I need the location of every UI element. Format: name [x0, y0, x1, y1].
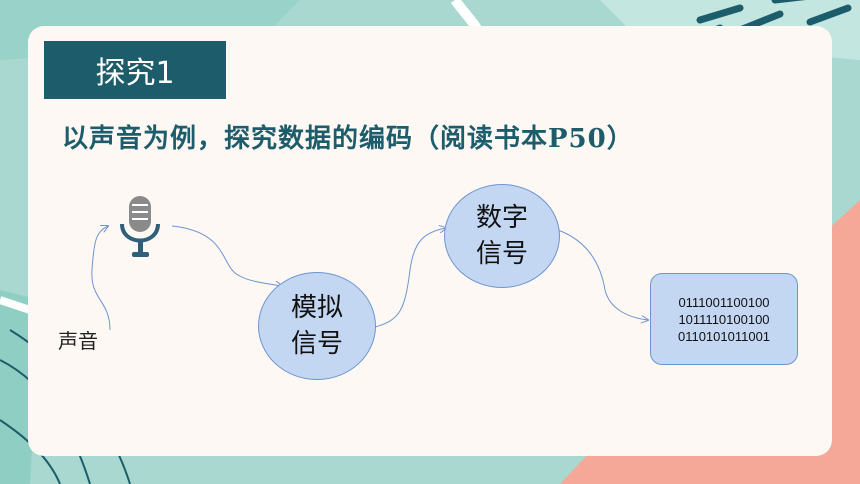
binary-line: 0110101011001: [677, 328, 771, 344]
section-badge: 探究1: [44, 41, 226, 99]
digital-signal-node: 数字 信号: [444, 184, 560, 288]
analog-signal-line1: 模拟: [290, 293, 343, 323]
binary-line: 1011110100100: [678, 311, 770, 327]
page-heading: 以声音为例，探究数据的编码（阅读书本P50）: [62, 124, 634, 154]
digital-signal-line1: 数字: [475, 203, 528, 233]
digital-signal-line2: 信号: [475, 239, 528, 269]
binary-code-box: 0111001100100 1011110100100 011010101100…: [650, 273, 798, 365]
sound-label: 声音: [58, 329, 98, 353]
analog-signal-line2: 信号: [290, 329, 343, 359]
analog-signal-node: 模拟 信号: [258, 272, 376, 380]
section-badge-label: 探究1: [95, 56, 175, 91]
binary-line: 0111001100100: [678, 294, 770, 310]
